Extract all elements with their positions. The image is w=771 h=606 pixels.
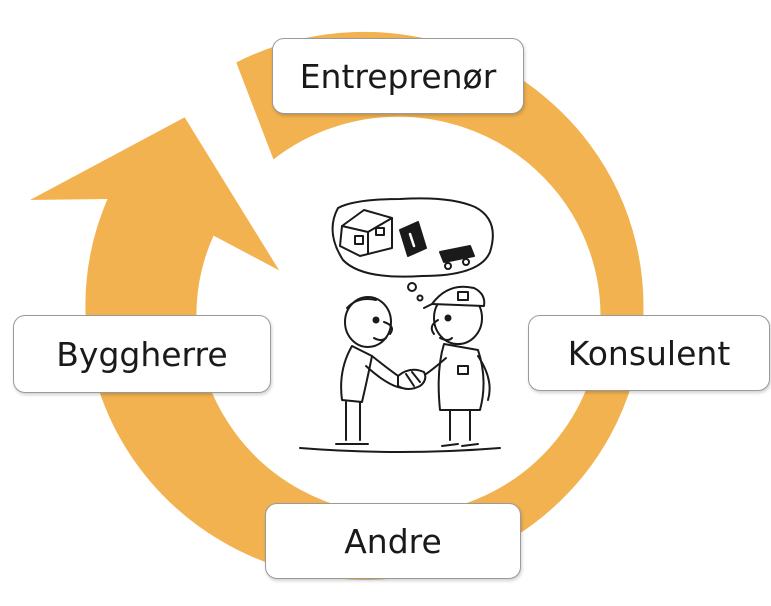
handshake xyxy=(397,368,427,390)
person-left xyxy=(335,296,405,445)
role-box-andre: Andre xyxy=(265,503,521,579)
cycle-arrow xyxy=(25,29,646,582)
house-sketch xyxy=(339,209,393,257)
role-box-konsulent: Konsulent xyxy=(528,315,770,391)
role-label-entreprenor: Entreprenør xyxy=(299,56,497,96)
role-box-byggherre: Byggherre xyxy=(13,315,271,393)
person-right xyxy=(419,285,491,447)
handshake-illustration xyxy=(299,197,501,453)
plans-sketch xyxy=(399,221,427,257)
role-box-entreprenor: Entreprenør xyxy=(272,38,524,114)
machine-sketch xyxy=(439,245,475,270)
role-label-byggherre: Byggherre xyxy=(56,334,228,374)
role-label-konsulent: Konsulent xyxy=(567,333,731,373)
role-label-andre: Andre xyxy=(344,521,442,561)
